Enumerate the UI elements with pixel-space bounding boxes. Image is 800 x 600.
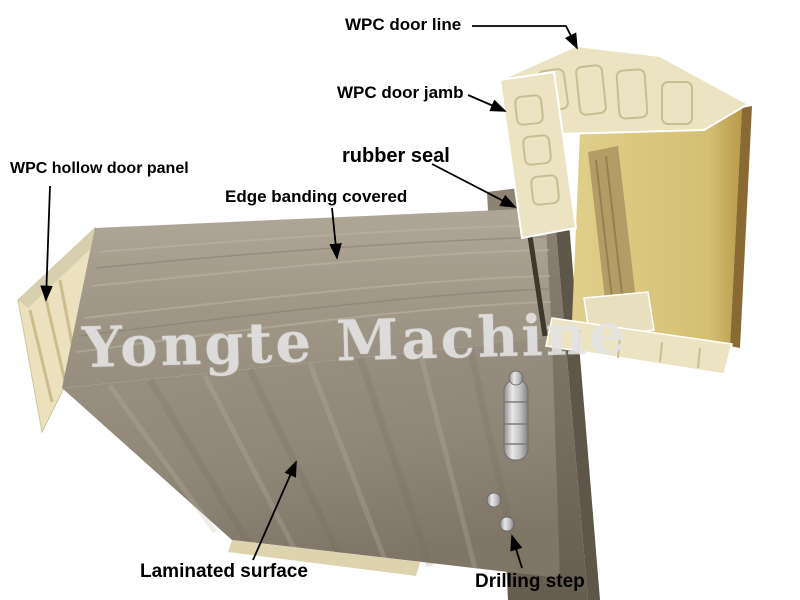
jamb-front-cut-strip bbox=[498, 70, 578, 240]
label-wpc-door-line: WPC door line bbox=[345, 15, 462, 34]
label-edge-banding-covered: Edge banding covered bbox=[225, 187, 408, 206]
hinge-pin-cap bbox=[508, 370, 524, 386]
label-wpc-door-jamb: WPC door jamb bbox=[337, 83, 464, 102]
arrow-hollow-panel bbox=[40, 185, 53, 302]
door-panel-front-face bbox=[62, 338, 560, 578]
arrow-door-line bbox=[472, 25, 578, 50]
front-face-grain-light bbox=[107, 351, 478, 569]
hinge-screw-1 bbox=[486, 492, 502, 508]
jamb-front-chambers bbox=[514, 94, 560, 206]
door-jamb-vertical-shadow-edge bbox=[552, 184, 600, 600]
jamb-wood-insert-grain bbox=[595, 155, 623, 299]
label-drilling-step: Drilling step bbox=[475, 571, 585, 592]
arrow-edge-banding bbox=[329, 207, 342, 260]
hinge-barrel bbox=[503, 379, 529, 461]
label-laminated-surface: Laminated surface bbox=[140, 561, 308, 582]
arrow-door-jamb bbox=[467, 94, 507, 112]
hinge-screw-2 bbox=[499, 516, 515, 532]
hollow-core-top-bevel bbox=[18, 228, 100, 308]
arrow-laminated-surface bbox=[252, 460, 297, 561]
jamb-bottom-ledge bbox=[545, 317, 733, 375]
hinge-knuckle-lines bbox=[504, 401, 528, 445]
jamb-bottom-ledge-chambers bbox=[577, 329, 701, 369]
bottom-edge-banding bbox=[228, 540, 420, 576]
jamb-interior-right-edge bbox=[730, 106, 752, 348]
label-wpc-hollow-door-panel: WPC hollow door panel bbox=[10, 160, 189, 177]
door-panel-top-face bbox=[62, 208, 552, 388]
arrow-rubber-seal bbox=[431, 163, 517, 208]
arrow-drilling-step bbox=[510, 534, 523, 569]
label-rubber-seal: rubber seal bbox=[342, 145, 450, 167]
top-face-grain bbox=[75, 224, 552, 353]
